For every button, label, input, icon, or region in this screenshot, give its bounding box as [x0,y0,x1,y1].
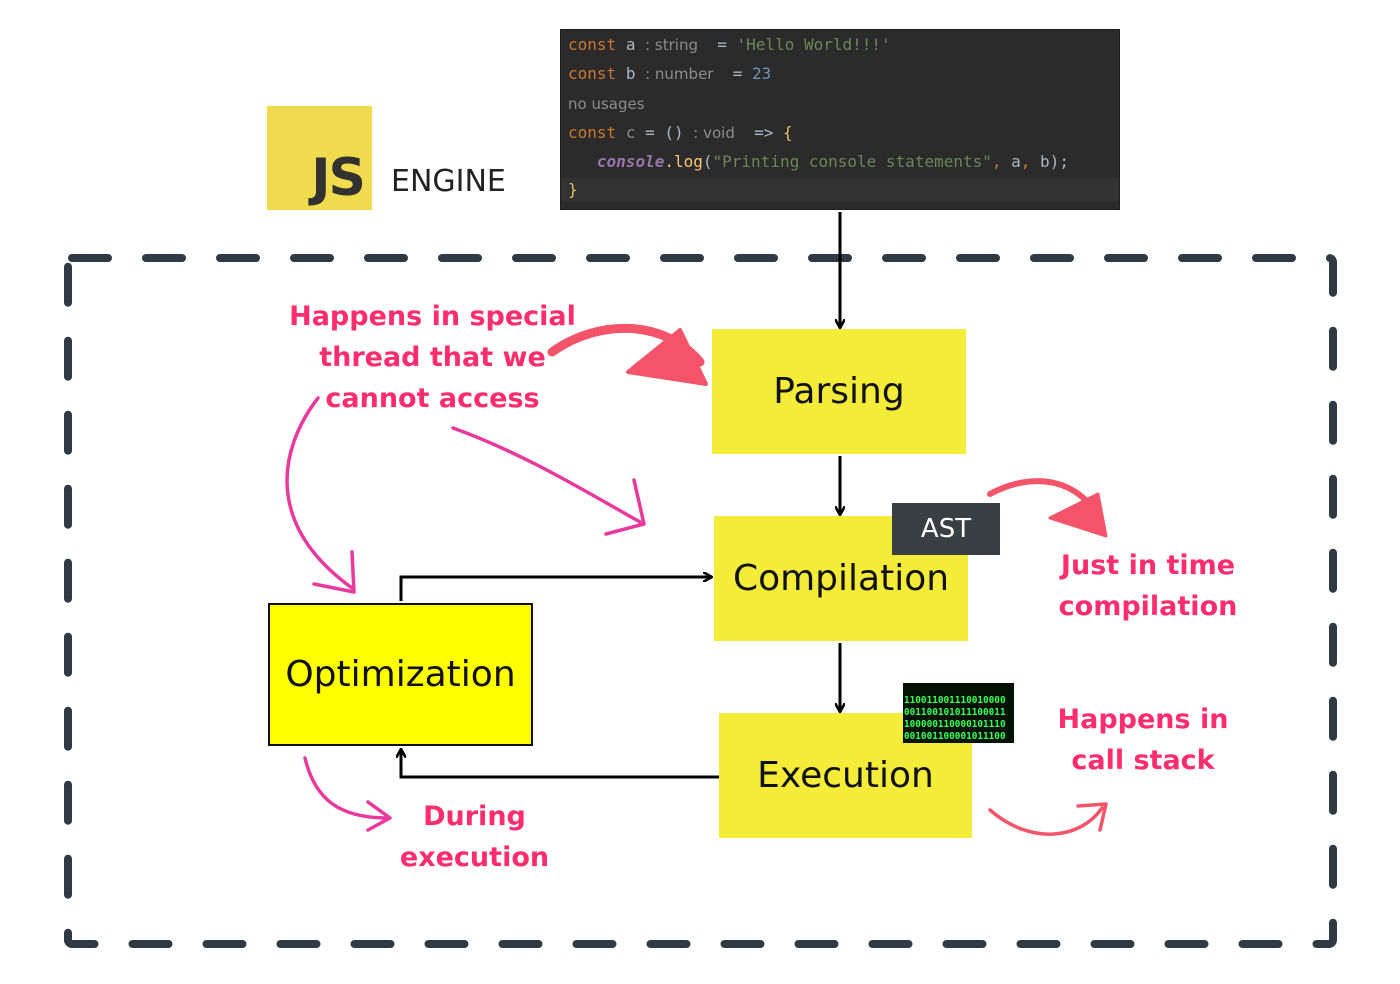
parsing-label: Parsing [773,371,905,412]
execution-label: Execution [757,755,934,796]
arrow-thread-to-parsing [547,323,708,386]
arrow-thread-to-optimization [285,396,356,594]
note-line: Happens in [1057,704,1229,735]
note-jit: Just in time compilation [1040,545,1256,627]
note-special-thread: Happens in special thread that we cannot… [280,296,585,419]
note-line: During [423,801,526,832]
engine-boundary [64,254,1337,948]
code-line-4: const c = () : void => { [568,123,793,142]
execution-box: Execution [719,713,972,838]
note-line: Happens in special [289,301,576,332]
js-logo: JS [267,106,372,210]
note-line: Just in time [1060,550,1236,581]
binary-line: 001100101011100011 [904,707,1006,718]
note-during-execution: During execution [392,796,557,878]
ast-badge: AST [892,503,1000,555]
note-line: thread that we [319,342,546,373]
optimization-box: Optimization [268,603,533,746]
note-line: cannot access [325,383,540,414]
js-logo-text: JS [311,148,366,208]
note-line: call stack [1071,745,1215,776]
note-call-stack: Happens in call stack [1040,699,1246,781]
compilation-label: Compilation [732,558,950,599]
arrow-execution-to-callstack [988,802,1108,836]
binary-line: 001001100001011100 [904,731,1006,742]
code-line-5: console.log("Printing console statements… [596,152,1069,171]
arrow-optimization-to-during [303,756,392,832]
arrow-optimization-to-compilation [399,577,710,601]
code-line-6: } [561,178,1119,202]
engine-label: ENGINE [391,164,506,199]
code-line-2: const b : number = 23 [568,64,772,83]
code-line-1: const a : string = 'Hello World!!!' [568,35,891,54]
optimization-label: Optimization [285,654,516,695]
code-line-usages: no usages [568,95,645,113]
arrow-ast-to-jit [987,478,1108,538]
note-line: compilation [1058,591,1238,622]
binary-line: 100000110000101110 [904,719,1006,730]
arrow-thread-to-compilation [451,426,646,536]
binary-line: 110011001110010000 [904,695,1006,706]
code-snippet-panel: const a : string = 'Hello World!!!' cons… [560,29,1120,210]
parsing-box: Parsing [712,329,966,454]
arrow-execution-to-optimization [401,751,719,779]
note-line: execution [399,842,550,873]
compilation-box: Compilation [714,516,968,641]
